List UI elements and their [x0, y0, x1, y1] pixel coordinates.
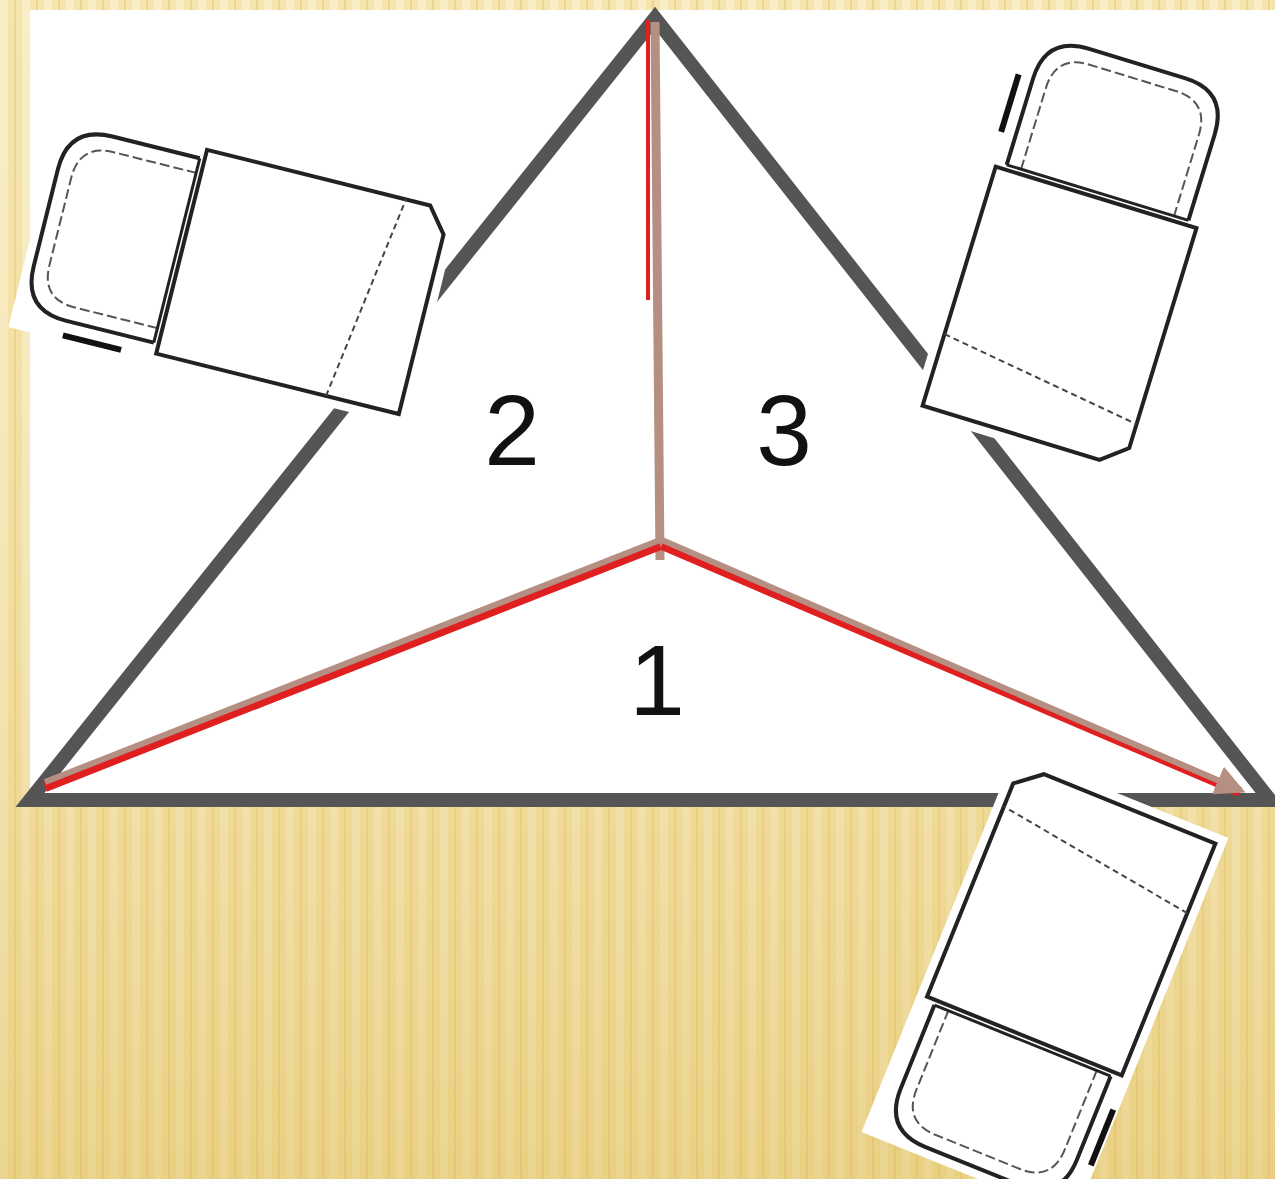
region-number: 3 — [756, 380, 812, 480]
region-number: 2 — [484, 380, 540, 480]
region-number: 1 — [629, 630, 685, 730]
